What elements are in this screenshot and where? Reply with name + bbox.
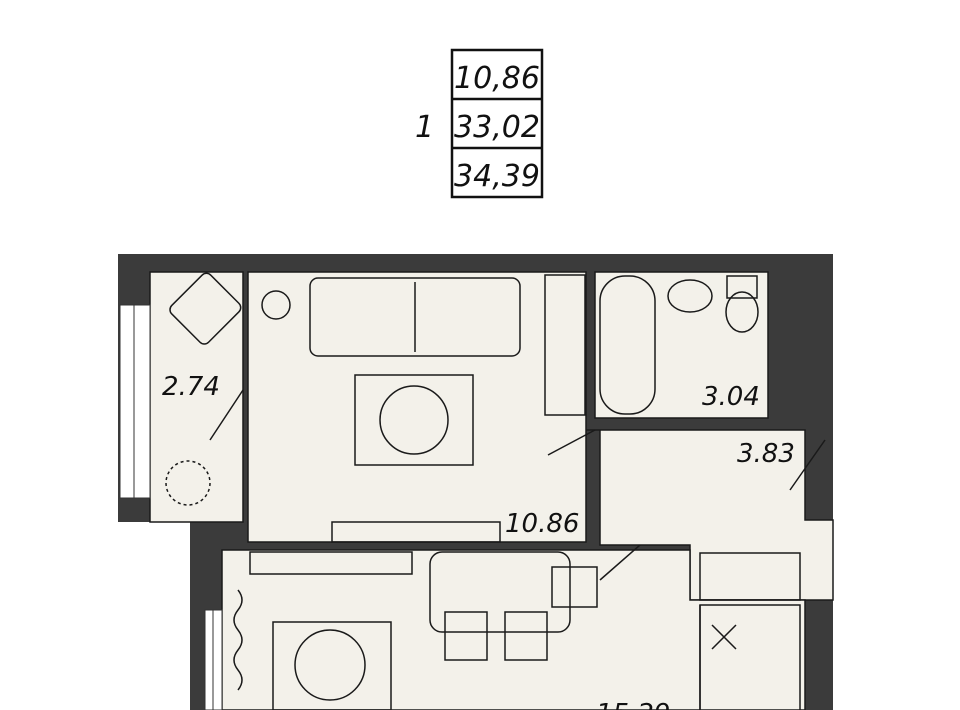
total-with-balcony-value: 34,39 bbox=[454, 159, 540, 194]
area-legend: 1 10,86 33,02 34,39 bbox=[415, 48, 544, 199]
furniture bbox=[165, 272, 826, 710]
hallway-area: 3.83 bbox=[737, 439, 795, 469]
bathroom bbox=[594, 271, 769, 419]
windows bbox=[119, 304, 223, 710]
kitchen-area: 15.29 bbox=[596, 699, 670, 710]
balcony bbox=[149, 271, 244, 523]
living-area-value: 10,86 bbox=[454, 61, 540, 96]
apartment-number: 1 bbox=[415, 110, 434, 145]
rooms bbox=[149, 271, 834, 710]
room-labels: 2.74 10.86 3.04 3.83 15.29 bbox=[162, 372, 795, 710]
kitchen bbox=[221, 549, 806, 710]
living-room-area: 10.86 bbox=[505, 509, 579, 539]
total-area-value: 33,02 bbox=[454, 110, 540, 145]
living-room bbox=[247, 271, 587, 543]
bathroom-area: 3.04 bbox=[702, 382, 760, 412]
balcony-area: 2.74 bbox=[162, 372, 220, 402]
